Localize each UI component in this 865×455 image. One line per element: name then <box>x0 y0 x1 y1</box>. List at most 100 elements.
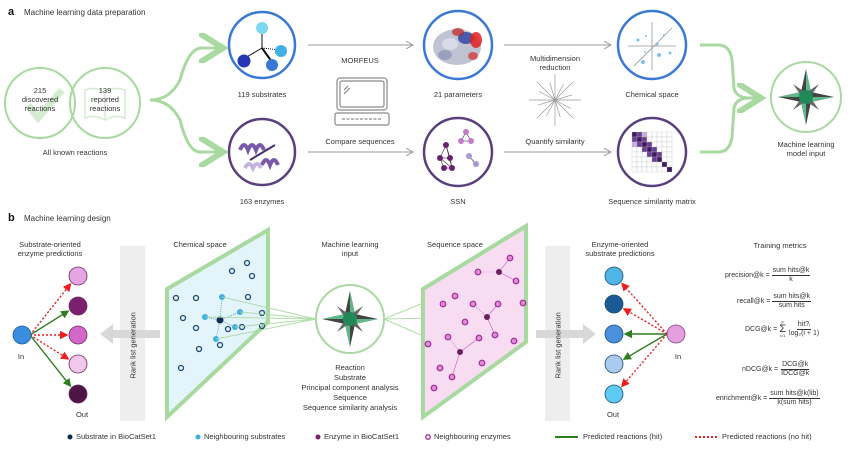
chemical-space-title: Chemical space <box>173 240 227 249</box>
merge-arrow-chemical <box>700 43 751 100</box>
substrate-oriented-title: Substrate-oriented <box>19 240 81 249</box>
rank-label-left: Rank list generation <box>128 312 138 379</box>
chemical-point <box>216 341 224 349</box>
discovered-label-2: reactions <box>24 104 56 113</box>
enzyme-oriented-graph <box>604 266 686 404</box>
chemical-point <box>192 324 200 332</box>
enzyme-prediction-node <box>68 384 88 404</box>
neighbour-enzyme-point <box>424 340 432 348</box>
enzyme-prediction-node <box>68 266 88 286</box>
substrates-icon <box>227 10 297 80</box>
input-substrate-node <box>12 325 32 345</box>
no-hit-arrow <box>29 334 70 360</box>
enzyme-prediction-node <box>68 354 88 374</box>
legend-no-hit: Predicted reactions (no hit) <box>722 432 812 441</box>
branch-arrow-substrates <box>149 48 220 102</box>
legend-neighbour-substrate-dot <box>195 434 201 440</box>
chemical-point <box>195 345 203 353</box>
chemical-space-icon <box>616 9 688 81</box>
chemical-space-plane <box>165 226 270 422</box>
morfeus-label: MORFEUS <box>341 56 379 65</box>
neighbour-enzyme-point <box>430 384 438 392</box>
ml-input-title: Machine learning <box>321 240 379 249</box>
chemical-point <box>172 294 180 302</box>
dimension-reduction-icon <box>529 74 581 126</box>
neighbour-enzyme-point <box>478 359 486 367</box>
right-out-label: Out <box>606 410 620 419</box>
metric-enrichment: enrichment@k = sum hits@k(lib)k(sum hits… <box>716 390 820 406</box>
ssn-icon <box>422 116 494 188</box>
left-in-label: In <box>17 352 25 361</box>
substrates-label: 119 substrates <box>237 90 287 99</box>
neighbour-enzyme-point <box>474 268 482 276</box>
ml-model-input-icon <box>770 61 842 133</box>
input-item: Principal component analysis <box>301 383 399 392</box>
neighbour-enzyme-point <box>448 373 456 381</box>
neighbour-enzyme-point <box>494 300 502 308</box>
book-icon <box>84 87 126 121</box>
substrate-prediction-node <box>604 266 624 286</box>
enzyme-oriented-title-2: substrate predictions <box>585 249 655 258</box>
chemical-point <box>243 259 251 267</box>
reported-label: reported <box>91 95 119 104</box>
hit-arrow <box>622 333 668 360</box>
chemical-point <box>177 364 185 372</box>
hit-arrow <box>29 310 70 336</box>
similarity-matrix-icon <box>616 116 688 188</box>
panel-a-letter: a <box>8 6 15 18</box>
hit-arrow <box>29 334 72 388</box>
legend-neighbour-enzyme-ring <box>425 434 431 440</box>
legend-enzyme: Enzyme in BioCatSet1 <box>324 432 400 441</box>
neighbour-enzyme-point <box>510 337 518 345</box>
ml-input-title-2: input <box>341 249 359 258</box>
neighbour-enzyme-point <box>475 334 483 342</box>
reported-label-2: reactions <box>89 104 121 113</box>
neighbour-enzyme-point <box>451 292 459 300</box>
discovered-label: discovered <box>21 95 59 104</box>
sequence-space-title: Sequence space <box>427 240 483 249</box>
neighbour-enzyme-point <box>512 277 520 285</box>
panel-b-title: Machine learning design <box>24 214 111 223</box>
enzyme-point <box>484 314 490 320</box>
chemical-space-label: Chemical space <box>625 90 679 99</box>
neighbour-enzyme-point <box>439 300 447 308</box>
substrate-oriented-title-2: enzyme predictions <box>17 249 83 258</box>
compare-label: Compare sequences <box>325 137 395 146</box>
input-enzyme-node <box>666 324 686 344</box>
no-hit-arrow <box>620 333 668 388</box>
ml-model-input-label: Machine learning <box>777 140 835 149</box>
legend-neighbour-substrates: Neighbouring substrates <box>204 432 286 441</box>
training-metrics-title: Training metrics <box>753 241 807 250</box>
enzyme-point <box>457 349 463 355</box>
substrate-prediction-node <box>604 354 624 374</box>
substrate-prediction-node <box>604 384 624 404</box>
chemical-point <box>248 272 256 280</box>
input-item: Substrate <box>333 373 367 382</box>
neighbour-enzyme-point <box>469 300 477 308</box>
branch-arrow-enzymes <box>149 98 220 152</box>
rank-arrow-left <box>100 324 160 344</box>
panel-b-letter: b <box>8 212 15 224</box>
all-known-caption: All known reactions <box>42 148 108 157</box>
neighbour-enzyme-point <box>461 318 469 326</box>
quantify-label: Quantify similarity <box>525 137 585 146</box>
chemical-point <box>224 325 232 333</box>
electrostatic-surface-icon <box>422 9 494 81</box>
ml-model-input-label-2: model input <box>786 149 826 158</box>
chemical-point <box>258 322 266 330</box>
no-hit-arrow <box>622 308 668 335</box>
laptop-icon <box>334 77 390 126</box>
no-hit-arrow <box>29 282 72 336</box>
chemical-point <box>228 267 236 275</box>
neighbour-enzyme-point <box>519 299 527 307</box>
chemical-point <box>244 293 252 301</box>
merge-arrow-sequence <box>700 98 758 154</box>
legend-substrate: Substrate in BioCatSet1 <box>76 432 157 441</box>
left-out-label: Out <box>75 410 89 419</box>
legend-enzyme-dot <box>315 434 321 440</box>
legend-neighbour-enzymes: Neighbouring enzymes <box>434 432 511 441</box>
neighbour-enzyme-point <box>436 364 444 372</box>
